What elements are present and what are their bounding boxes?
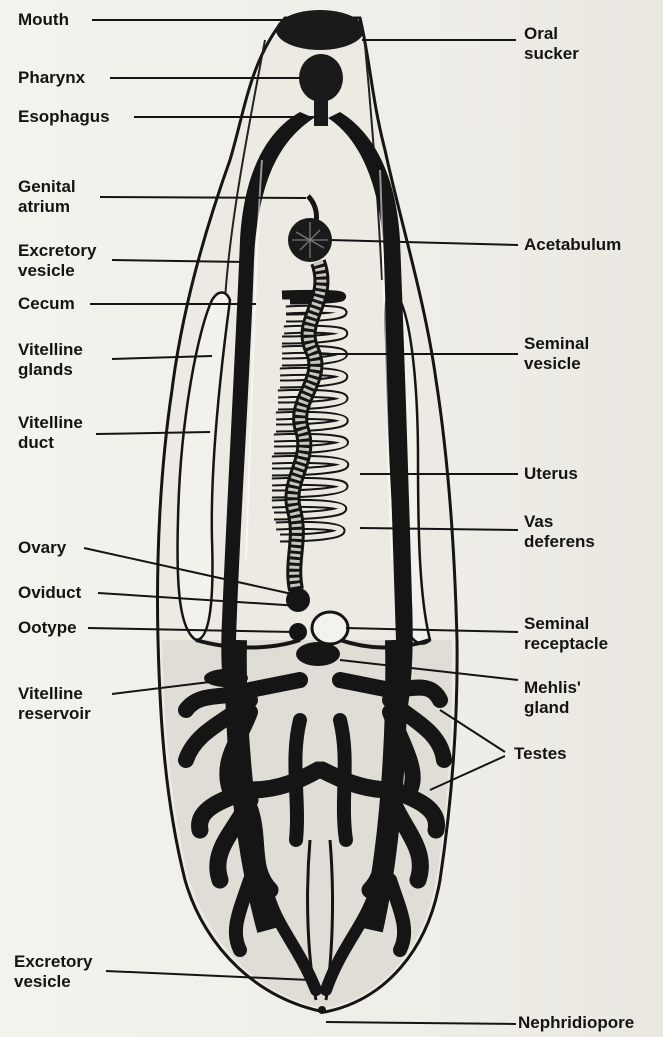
- label-pharynx: Pharynx: [18, 68, 85, 88]
- pharynx: [299, 54, 343, 102]
- label-ovary: Ovary: [18, 538, 66, 558]
- label-nephridiopore: Nephridiopore: [518, 1013, 634, 1033]
- label-ootype: Ootype: [18, 618, 77, 638]
- label-testes: Testes: [514, 744, 567, 764]
- label-mehlis-gland: Mehlis'gland: [524, 678, 581, 718]
- ovary: [286, 588, 310, 612]
- oral-sucker: [276, 10, 364, 50]
- label-mouth: Mouth: [18, 10, 69, 30]
- label-cecum: Cecum: [18, 294, 75, 314]
- nephridiopore: [318, 1006, 326, 1014]
- label-oviduct: Oviduct: [18, 583, 81, 603]
- label-uterus: Uterus: [524, 464, 578, 484]
- esophagus: [314, 96, 328, 126]
- mehlis-gland: [296, 642, 340, 666]
- label-esophagus: Esophagus: [18, 107, 110, 127]
- seminal-receptacle: [312, 612, 348, 644]
- label-acetabulum: Acetabulum: [524, 235, 621, 255]
